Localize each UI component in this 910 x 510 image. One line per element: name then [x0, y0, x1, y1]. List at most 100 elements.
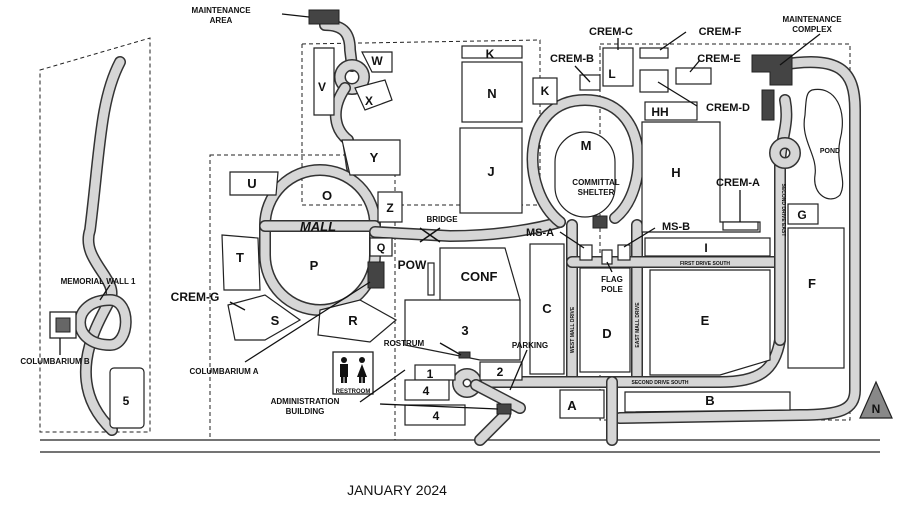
section-v-shape: [313, 47, 335, 116]
section-4a-label: 4: [423, 384, 430, 398]
section-q-shape: [369, 237, 393, 257]
section-t-label: T: [236, 250, 244, 265]
parking-label: PARKING: [512, 341, 548, 350]
section-2-shape: [479, 361, 523, 381]
rostrum-label: ROSTRUM: [384, 339, 425, 348]
bridge-label: BRIDGE: [426, 215, 458, 224]
section-v-label: V: [318, 80, 326, 94]
crem-f-shape: [639, 47, 669, 59]
section-c-shape: [529, 243, 565, 375]
west-mall-drive-label: WEST MALL DRIVE: [570, 306, 576, 353]
section-g-label: G: [797, 208, 806, 222]
section-x-shape: [354, 79, 393, 111]
section-s-label: S: [271, 313, 280, 328]
pointer-lines: [59, 13, 821, 410]
section-b-shape: [624, 391, 791, 413]
section-d-shape: [579, 267, 631, 373]
crem-e-area-shape: [675, 67, 712, 85]
date-label: JANUARY 2024: [347, 482, 447, 498]
conf-label: CONF: [461, 269, 498, 284]
section-m-shape: [554, 131, 616, 218]
section-z-shape: [377, 191, 403, 223]
section-k-top-shape: [461, 45, 523, 59]
pow-label: POW: [398, 258, 427, 272]
east-mall-drive-label: EAST MALL DRIVE: [635, 302, 641, 348]
section-1-label: 1: [427, 367, 434, 381]
section-u-shape: [229, 171, 279, 196]
section-2-label: 2: [497, 365, 504, 379]
crem-f-label: CREM-F: [699, 26, 742, 38]
section-f-label: F: [808, 276, 816, 291]
section-k-top-label: K: [486, 47, 495, 61]
section-x-label: X: [365, 94, 373, 108]
section-f-shape: [787, 227, 845, 369]
section-3-label: 3: [461, 323, 468, 338]
pond: [803, 88, 844, 200]
crem-b-label: CREM-B: [550, 53, 594, 65]
ms-b-label: MS-B: [662, 221, 690, 233]
section-r-shape: [317, 299, 398, 343]
section-4a-shape: [404, 379, 450, 401]
columbarium-b-detail: [55, 317, 71, 333]
section-i-label: I: [704, 241, 707, 255]
section-s-shape: [227, 294, 302, 341]
section-4b-shape: [404, 404, 466, 426]
section-k-label: K: [541, 84, 550, 98]
section-w-label: W: [371, 54, 383, 68]
section-l-label: L: [608, 67, 615, 81]
crem-b-shape: [579, 74, 601, 91]
section-n-shape: [461, 61, 523, 123]
rostrum-building: [458, 351, 471, 359]
section-h-label: H: [671, 165, 680, 180]
section-5-shape: [109, 367, 145, 429]
section-a-shape: [559, 389, 605, 419]
section-5-label: 5: [123, 394, 130, 408]
memorial-wall-label: MEMORIAL WALL 1: [61, 277, 136, 286]
flag-pole-shape: [601, 249, 613, 265]
section-e-label: E: [701, 313, 710, 328]
ms-a-label: MS-A: [526, 227, 554, 239]
mall-label: MALL: [300, 219, 336, 234]
section-r-label: R: [348, 313, 358, 328]
columbarium-a-label: COLUMBARIUM A: [189, 367, 258, 376]
pow-marker: [427, 262, 435, 296]
section-j-shape: [459, 127, 523, 214]
ms-a-shape: [579, 244, 593, 261]
section-hh-shape: [644, 101, 698, 121]
section-g-shape: [787, 203, 819, 225]
section-1-shape: [414, 364, 456, 381]
section-j-label: J: [487, 164, 494, 179]
crem-a-shape: [722, 221, 759, 231]
crem-e-label: CREM-E: [697, 53, 740, 65]
section-z-label: Z: [386, 201, 393, 215]
crem-a-label: CREM-A: [716, 177, 760, 189]
crem-d-area-shape: [639, 69, 669, 93]
bridge-marker: [419, 227, 441, 243]
north-label: N: [872, 402, 881, 416]
maintenance-annex: [761, 89, 775, 121]
ms-b-shape: [617, 244, 631, 261]
columbarium-b-label: COLUMBARIUM B: [20, 357, 90, 366]
road-network: [74, 19, 861, 446]
section-a-label: A: [567, 398, 577, 413]
section-3-shape: [404, 299, 521, 361]
pond-label: POND: [820, 148, 840, 155]
admin-building: [496, 403, 512, 415]
section-d-label: D: [602, 326, 611, 341]
section-i-shape: [644, 237, 771, 257]
section-b-label: B: [705, 393, 714, 408]
maintenance-area-building: [308, 9, 340, 25]
central-boundary: [301, 39, 541, 206]
section-w-shape: [361, 51, 393, 73]
restroom-icon: [332, 351, 374, 395]
section-n-label: N: [487, 86, 496, 101]
section-q-label: Q: [377, 242, 386, 254]
sections: [109, 45, 845, 429]
section-t-shape: [221, 234, 261, 291]
second-drive-south-label: SECOND DRIVE SOUTH: [632, 380, 689, 386]
north-arrow-icon: [859, 380, 893, 419]
